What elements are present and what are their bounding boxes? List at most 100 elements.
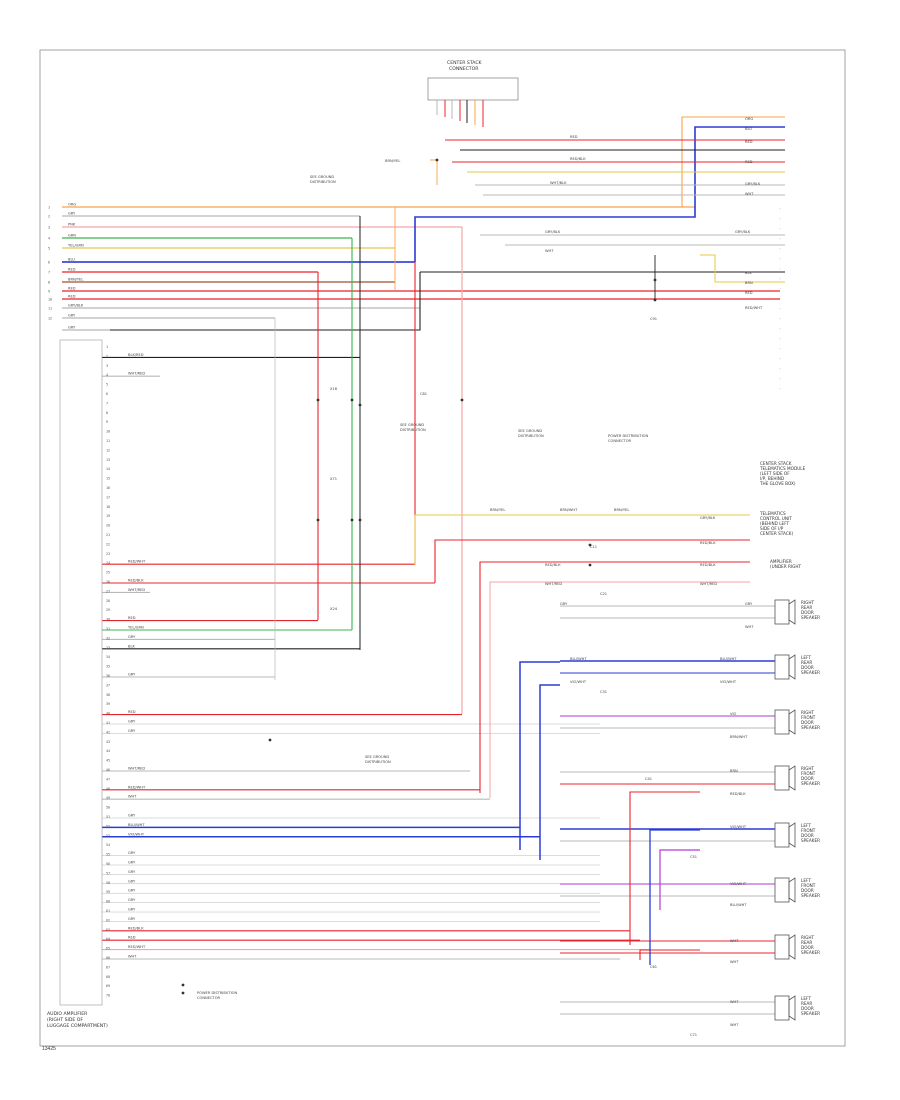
vert-blue-1 (519, 661, 560, 850)
pin-number: · (779, 367, 781, 371)
pin-numbers: 123456789101112···················123456… (48, 206, 781, 998)
amp-label-65: WHT (128, 955, 137, 959)
vert-red-spk2 (639, 949, 700, 960)
amp-gray-label-59: GRY (128, 898, 136, 902)
speaker-cone-5 (788, 822, 796, 848)
harness-top-label-11: GRY/BLK (68, 304, 84, 308)
pin-number: 70 (106, 994, 110, 998)
spk1-lbl-r: GRY (745, 602, 753, 606)
splice-dot (653, 298, 657, 302)
pin-number: · (779, 217, 781, 221)
amp-label-51: BLU/WHT (128, 823, 145, 827)
amp-label-25: RED/BLK (128, 579, 144, 583)
right-label-red2: RED (745, 160, 753, 164)
audio-amp-label-2: (RIGHT SIDE OF (47, 1017, 83, 1023)
pin-number: 47 (106, 777, 110, 781)
pin-number: · (779, 327, 781, 331)
harness-top-label-13: GRY (68, 326, 76, 330)
speaker-cone-1 (788, 599, 796, 625)
speaker-label-1: DOOR (801, 610, 814, 615)
pin-number: 69 (106, 984, 110, 988)
pin-number: 67 (106, 965, 110, 969)
pin-number: 23 (106, 552, 110, 556)
audio-amplifier-box (59, 339, 103, 1006)
amp-label-3: WHT/RED (128, 372, 145, 376)
speaker-label-2: LEFT (801, 655, 811, 660)
label-745-274: BLK (745, 271, 752, 275)
pin-number: 65 (106, 947, 110, 951)
pin-number: 58 (106, 881, 110, 885)
pin-number: · (779, 337, 781, 341)
pin-number: 64 (106, 937, 110, 941)
pin-number: 41 (106, 721, 110, 725)
connector-label-2: X71 (330, 477, 337, 481)
pin-number: 26 (106, 580, 110, 584)
amp-gray-label-58: GRY (128, 889, 136, 893)
right-label-org: ORG (745, 117, 753, 121)
amp-label-45: WHT/RED (128, 767, 145, 771)
speaker-label-4: FRONT (801, 771, 816, 776)
pin-number: 60 (106, 900, 110, 904)
label-515-c: BRN/YEL (614, 508, 629, 512)
connector-label-7: C41 (645, 777, 652, 781)
amp-gray-label-60: GRY (128, 908, 136, 912)
connector-label-1: X18 (330, 387, 338, 391)
speaker-label-5: DOOR (801, 833, 814, 838)
pin-number: 12 (106, 448, 110, 452)
spk3-lbl-2: BRN/WHT (730, 735, 748, 739)
amp-label-35: GRY (128, 673, 136, 677)
note-b-line-4: SIDE OF I/P (760, 526, 784, 531)
pin-number: 32 (106, 636, 110, 640)
spk5-lbl: VIO/WHT (730, 825, 747, 829)
amp-label-62: RED/BLK (128, 926, 144, 930)
pin-number: · (779, 287, 781, 291)
top-label-red: RED (570, 135, 578, 139)
amp-gray-label-54: GRY (128, 851, 136, 855)
pin-number: 10 (106, 430, 110, 434)
yellow-515 (414, 514, 750, 565)
speaker-label-3: FRONT (801, 715, 816, 720)
pin-number: 42 (106, 730, 110, 734)
pin-number: 55 (106, 853, 110, 857)
pin-number: 19 (106, 514, 110, 518)
connector-label-11: C81 (420, 392, 427, 396)
speaker-label-8: SPEAKER (801, 1011, 820, 1016)
speaker-label-6: DOOR (801, 888, 814, 893)
pin-number: 49 (106, 796, 110, 800)
pin-number: 28 (106, 599, 110, 603)
spk3-lbl: VIO (730, 712, 737, 716)
diagram-frame (39, 49, 846, 1047)
gnd-note-5-line-1: SEE GROUND (365, 755, 389, 759)
speaker-label-2: SPEAKER (801, 670, 820, 675)
pin-number: · (779, 297, 781, 301)
pin-number: 45 (106, 759, 110, 763)
pin-number: 38 (106, 693, 110, 697)
note-a-line-1: CENTER STACK (760, 461, 792, 466)
connector-label-6: C31 (600, 690, 607, 694)
pin-number: · (779, 307, 781, 311)
yellow-282 (700, 254, 785, 283)
amp-gray-label-57: GRY (128, 879, 136, 883)
note-b-line-3: (BEHIND LEFT (760, 521, 790, 526)
pin-number: 52 (106, 824, 110, 828)
spk7-lbl-2: WHT (730, 960, 739, 964)
splice-dot (435, 158, 439, 162)
note-b-line-1: TELEMATICS (759, 511, 786, 516)
amp-gray-label-50: GRY (128, 814, 136, 818)
pin-number: · (779, 357, 781, 361)
ground-lead-label: BRN/YEL (385, 159, 400, 163)
top-connector-label-1: CENTER STACK (447, 60, 483, 66)
splice-dot (316, 518, 320, 522)
right-label-gryblk: GRY/BLK (745, 182, 761, 186)
pin-number: 13 (106, 458, 110, 462)
pin-number: · (779, 267, 781, 271)
harness-top-label-9: RED (68, 287, 76, 291)
pin-number: 14 (106, 467, 110, 471)
pin-number: · (779, 377, 781, 381)
pin-number: 31 (106, 627, 110, 631)
amp-label-29: RED (128, 616, 136, 620)
harness-top-label-1: ORG (68, 203, 76, 207)
speaker-cone-2 (788, 654, 796, 680)
splice-dot (181, 991, 185, 995)
